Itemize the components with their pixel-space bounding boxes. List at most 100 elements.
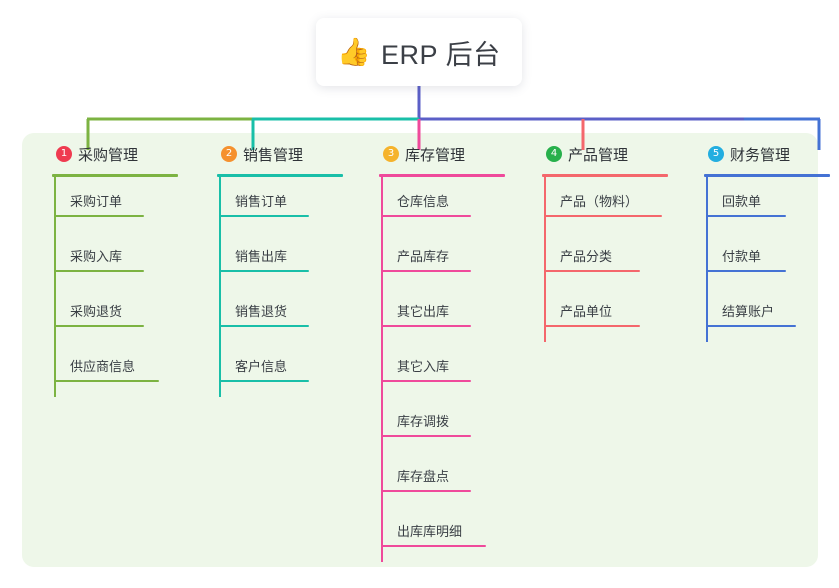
list-item-label: 销售订单 [235, 194, 288, 209]
list-item[interactable]: 产品（物料） [530, 177, 690, 232]
list-item[interactable]: 结算账户 [692, 287, 839, 342]
branch-title-5: 财务管理 [730, 146, 791, 164]
branch-badge-4: 4 [546, 146, 562, 162]
list-item[interactable]: 采购订单 [40, 177, 200, 232]
branch-badge-3: 3 [383, 146, 399, 162]
branch-spine-4 [544, 174, 546, 342]
branch-column-3: 3 库存管理仓库信息产品库存其它出库其它入库库存调拨库存盘点出库库明细 [367, 133, 527, 562]
list-item-rule [544, 215, 662, 217]
list-item-label: 结算账户 [722, 304, 775, 319]
list-item-label: 采购订单 [70, 194, 123, 209]
list-item[interactable]: 客户信息 [205, 342, 365, 397]
list-item-rule [381, 545, 486, 547]
branch-items-4: 产品（物料） 产品分类产品单位 [530, 177, 690, 342]
list-item-label: 产品库存 [397, 249, 450, 264]
branch-rule-3 [379, 174, 505, 177]
list-item[interactable]: 付款单 [692, 232, 839, 287]
list-item-rule [54, 215, 144, 217]
list-item-rule [54, 270, 144, 272]
branch-rule-2 [217, 174, 343, 177]
list-item-rule [219, 380, 309, 382]
branch-spine-1 [54, 174, 56, 397]
branch-items-3: 仓库信息产品库存其它出库其它入库库存调拨库存盘点出库库明细 [367, 177, 527, 562]
list-item-label: 其它入库 [397, 359, 450, 374]
branches-panel [22, 133, 818, 567]
branch-header-5[interactable]: 5 财务管理 [692, 133, 839, 175]
list-item-rule [381, 490, 471, 492]
list-item[interactable]: 销售出库 [205, 232, 365, 287]
branch-badge-2: 2 [221, 146, 237, 162]
list-item[interactable]: 其它出库 [367, 287, 527, 342]
branch-items-2: 销售订单销售出库销售退货客户信息 [205, 177, 365, 397]
list-item[interactable]: 仓库信息 [367, 177, 527, 232]
list-item-label: 库存调拨 [397, 414, 450, 429]
list-item[interactable]: 产品单位 [530, 287, 690, 342]
list-item-rule [544, 270, 640, 272]
list-item[interactable]: 销售订单 [205, 177, 365, 232]
branch-header-4[interactable]: 4 产品管理 [530, 133, 690, 175]
list-item-label: 仓库信息 [397, 194, 450, 209]
list-item-rule [706, 215, 786, 217]
branch-title-2: 销售管理 [243, 146, 304, 164]
branch-rule-1 [52, 174, 178, 177]
list-item-rule [381, 325, 471, 327]
list-item-label: 回款单 [722, 194, 762, 209]
list-item-rule [381, 380, 471, 382]
list-item[interactable]: 库存盘点 [367, 452, 527, 507]
branch-spine-5 [706, 174, 708, 342]
list-item-label: 产品单位 [560, 304, 613, 319]
list-item-label: 客户信息 [235, 359, 288, 374]
branch-rule-5 [704, 174, 830, 177]
branch-items-5: 回款单付款单结算账户 [692, 177, 839, 342]
list-item-label: 付款单 [722, 249, 762, 264]
list-item[interactable]: 产品分类 [530, 232, 690, 287]
list-item[interactable]: 库存调拨 [367, 397, 527, 452]
branch-badge-1: 1 [56, 146, 72, 162]
branch-column-4: 4 产品管理产品（物料） 产品分类产品单位 [530, 133, 690, 342]
list-item-rule [54, 325, 144, 327]
list-item-label: 出库库明细 [397, 524, 463, 539]
branch-column-5: 5 财务管理回款单付款单结算账户 [692, 133, 839, 342]
list-item[interactable]: 回款单 [692, 177, 839, 232]
list-item-rule [381, 215, 471, 217]
branch-header-3[interactable]: 3 库存管理 [367, 133, 527, 175]
root-node[interactable]: 👍 ERP 后台 [316, 18, 522, 86]
list-item[interactable]: 采购入库 [40, 232, 200, 287]
list-item-label: 其它出库 [397, 304, 450, 319]
list-item-rule [219, 270, 309, 272]
list-item-rule [381, 270, 471, 272]
list-item[interactable]: 其它入库 [367, 342, 527, 397]
list-item-rule [706, 270, 786, 272]
list-item-label: 产品（物料） [560, 194, 639, 209]
branch-header-2[interactable]: 2 销售管理 [205, 133, 365, 175]
list-item-rule [219, 325, 309, 327]
list-item-label: 采购入库 [70, 249, 123, 264]
list-item-rule [381, 435, 471, 437]
list-item[interactable]: 销售退货 [205, 287, 365, 342]
root-title: ERP 后台 [381, 39, 501, 70]
list-item-label: 采购退货 [70, 304, 123, 319]
list-item[interactable]: 采购退货 [40, 287, 200, 342]
list-item[interactable]: 供应商信息 [40, 342, 200, 397]
branch-badge-5: 5 [708, 146, 724, 162]
branch-title-3: 库存管理 [405, 146, 466, 164]
branch-rule-4 [542, 174, 668, 177]
thumbs-up-icon: 👍 [337, 36, 372, 67]
branch-items-1: 采购订单采购入库采购退货供应商信息 [40, 177, 200, 397]
list-item-rule [219, 215, 309, 217]
list-item-label: 供应商信息 [70, 359, 136, 374]
list-item-label: 销售退货 [235, 304, 288, 319]
list-item[interactable]: 产品库存 [367, 232, 527, 287]
list-item-rule [544, 325, 640, 327]
list-item[interactable]: 出库库明细 [367, 507, 527, 562]
branch-title-4: 产品管理 [568, 146, 629, 164]
list-item-rule [706, 325, 796, 327]
list-item-rule [54, 380, 159, 382]
list-item-label: 产品分类 [560, 249, 613, 264]
branch-spine-3 [381, 174, 383, 562]
list-item-label: 库存盘点 [397, 469, 450, 484]
